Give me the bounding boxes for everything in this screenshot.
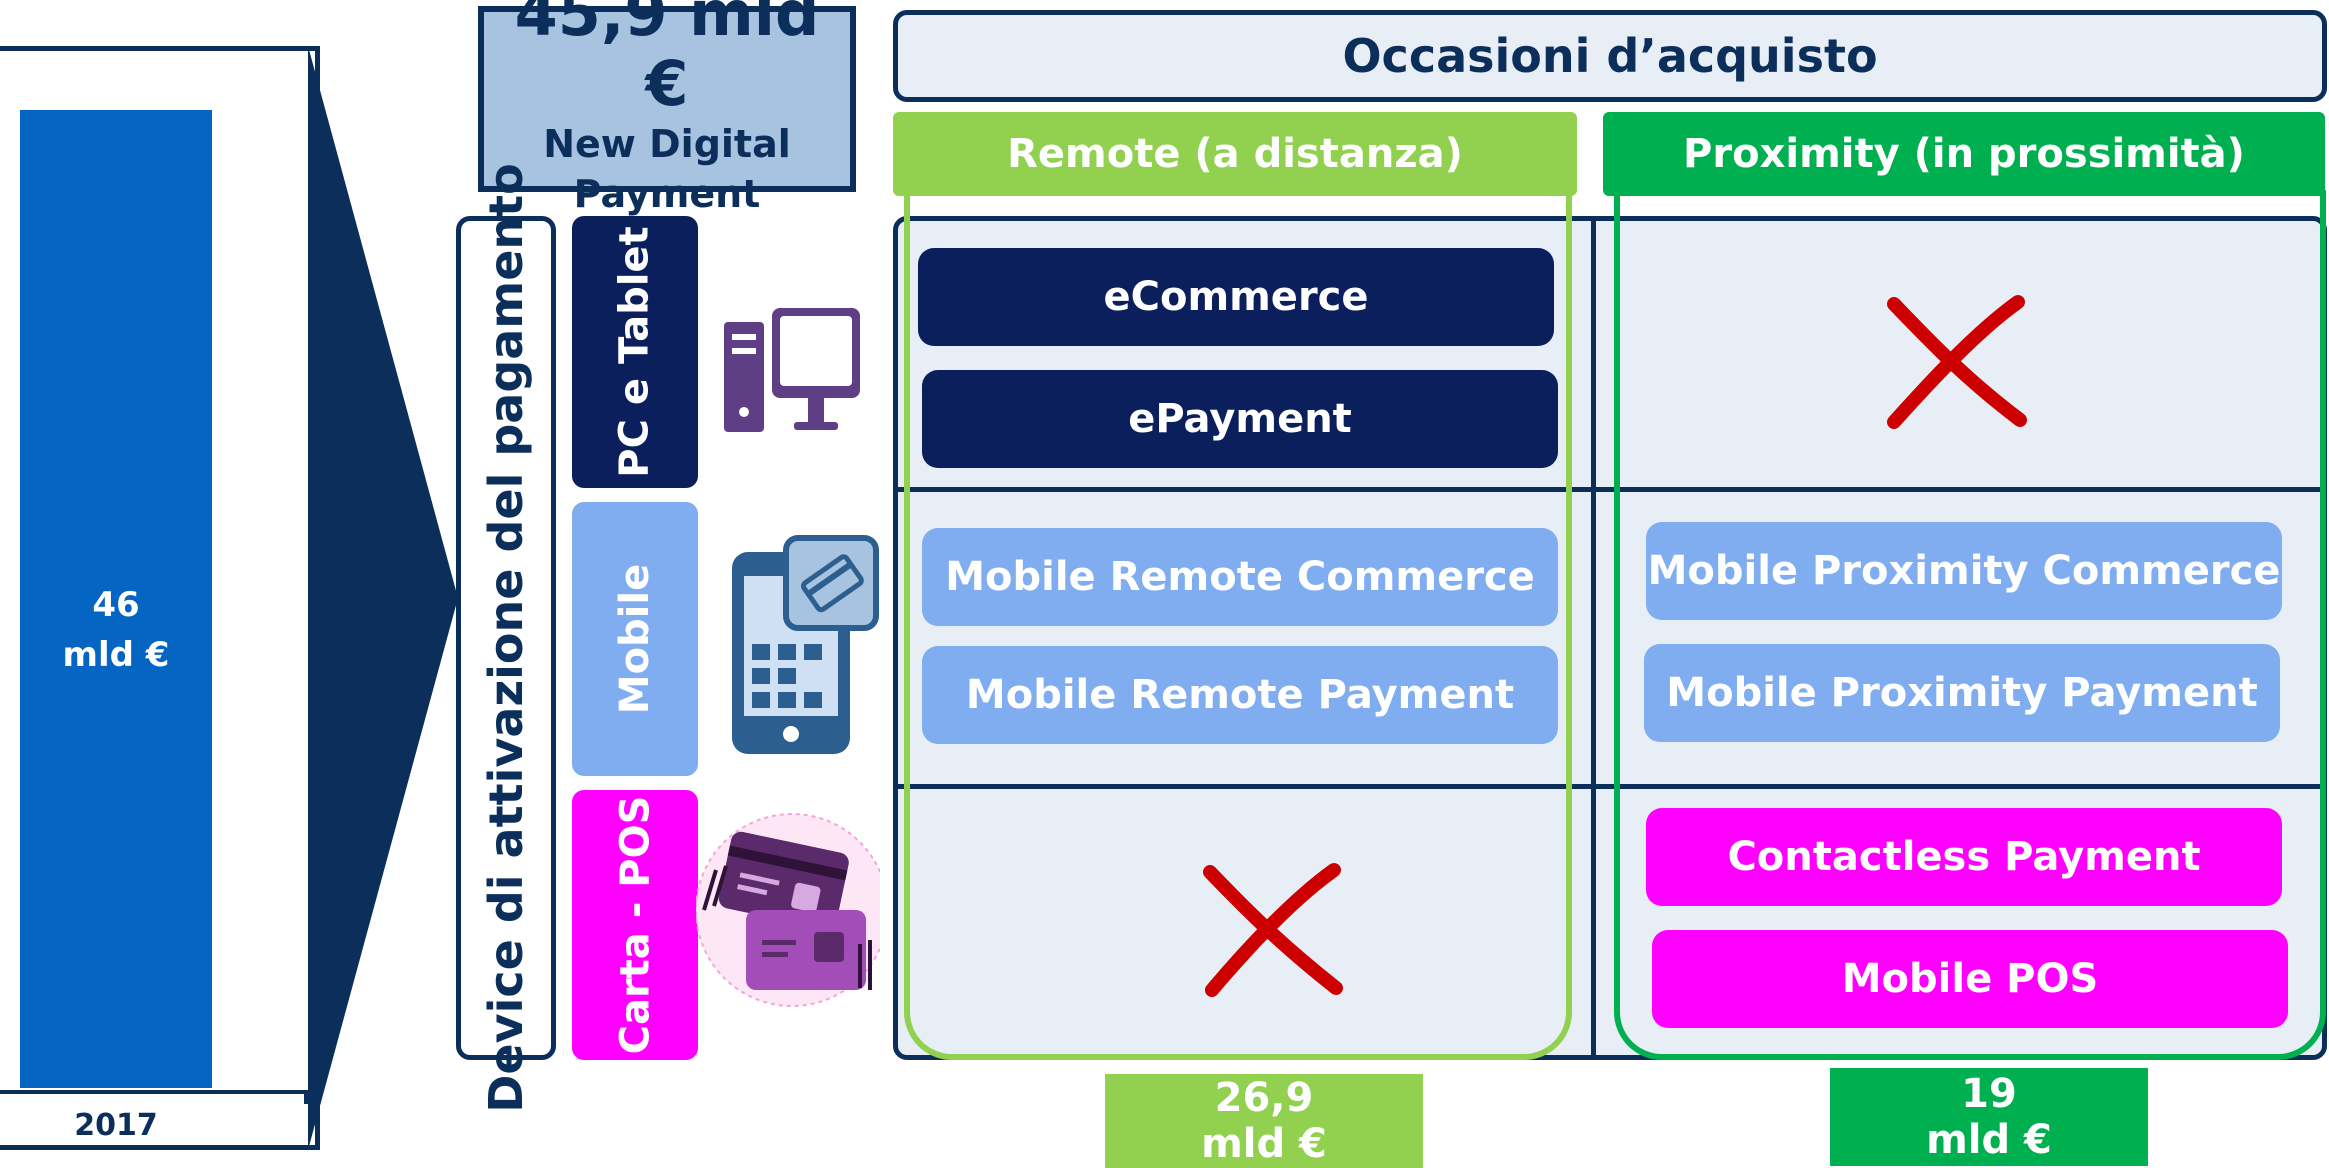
remote-total: 26,9 mld € bbox=[1105, 1074, 1423, 1168]
total-value: 45,9 mld € bbox=[514, 0, 820, 120]
year-label: 2017 bbox=[74, 1108, 158, 1143]
contactless-payment-box: Contactless Payment bbox=[1646, 808, 2282, 906]
grid-divider-1 bbox=[893, 487, 2327, 492]
red-cross-icon bbox=[1203, 863, 1343, 997]
device-axis-frame bbox=[456, 216, 556, 1060]
zoom-arrow-shape bbox=[308, 46, 458, 1150]
device-mobile: Mobile bbox=[572, 502, 698, 776]
epayment-box: ePayment bbox=[922, 370, 1558, 468]
mobile-remote-commerce-box: Mobile Remote Commerce bbox=[922, 528, 1558, 626]
x-axis-line bbox=[0, 1090, 308, 1094]
occasions-grid bbox=[893, 216, 2327, 1060]
mobile-proximity-payment-box: Mobile Proximity Payment bbox=[1644, 644, 2280, 742]
remote-column-outline bbox=[904, 190, 1572, 1060]
mobile-proximity-commerce-box: Mobile Proximity Commerce bbox=[1646, 522, 2282, 620]
x-axis-tick bbox=[304, 1090, 308, 1104]
proximity-column-header: Proximity (in prossimità) bbox=[1603, 112, 2325, 196]
proximity-column-outline bbox=[1614, 190, 2326, 1060]
grid-divider-vertical bbox=[1591, 216, 1596, 1060]
mobile-remote-payment-box: Mobile Remote Payment bbox=[922, 646, 1558, 744]
ecommerce-box: eCommerce bbox=[918, 248, 1554, 346]
device-axis-label: Device di attivazione del pagamento bbox=[479, 163, 533, 1113]
bar-value-label: 46 mld € bbox=[62, 585, 170, 675]
total-label: New Digital Payment bbox=[543, 122, 791, 216]
computer-icon bbox=[724, 308, 860, 432]
total-box: 45,9 mld € New Digital Payment bbox=[478, 0, 856, 216]
mobile-pos-box: Mobile POS bbox=[1652, 930, 2288, 1028]
proximity-total: 19 mld € bbox=[1830, 1068, 2148, 1166]
bar-2017 bbox=[20, 110, 212, 1088]
remote-column-header: Remote (a distanza) bbox=[893, 112, 1577, 196]
device-pc-tablet: PC e Tablet bbox=[572, 216, 698, 488]
grid-divider-2 bbox=[893, 784, 2327, 789]
red-cross-icon bbox=[1887, 295, 2027, 429]
smartphone-card-icon bbox=[732, 535, 879, 754]
occasions-header: Occasioni d’acquisto bbox=[893, 10, 2327, 102]
device-card-pos: Carta - POS bbox=[572, 790, 698, 1060]
payment-cards-icon bbox=[696, 813, 880, 1007]
